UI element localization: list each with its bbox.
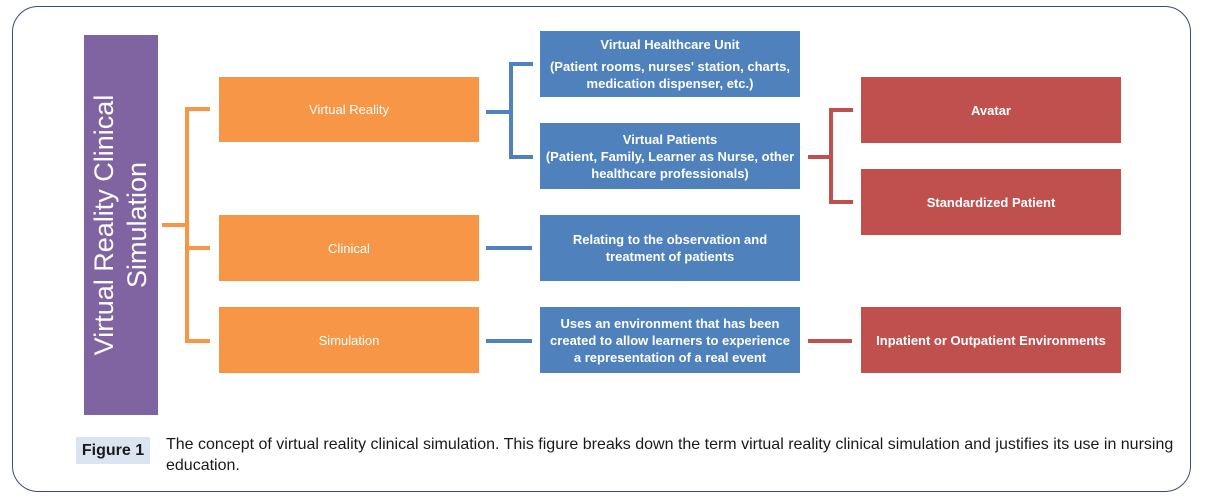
outcome-label: Inpatient or Outpatient Environments — [876, 332, 1106, 348]
detail-virtual-patients: Virtual Patients (Patient, Family, Learn… — [540, 123, 800, 189]
outcome-label: Standardized Patient — [926, 194, 1056, 210]
vp-bracket — [808, 108, 853, 204]
term-label: Simulation — [318, 332, 380, 348]
detail-simulation-definition: Uses an environment that has been create… — [540, 307, 800, 373]
detail-text: Uses an environment that has been — [560, 315, 780, 331]
root-concept-box: Virtual Reality Clinical Simulation — [84, 35, 158, 415]
term-virtual-reality: Virtual Reality — [219, 77, 479, 142]
detail-text: created to allow learners to experience — [550, 332, 790, 348]
term-links — [486, 246, 532, 343]
detail-text: treatment of patients — [605, 249, 735, 264]
term-label: Virtual Reality — [309, 102, 389, 117]
term-clinical: Clinical — [219, 215, 479, 281]
detail-text: medication dispenser, etc.) — [586, 76, 754, 91]
outcome-avatar: Avatar — [861, 77, 1121, 143]
detail-text: (Patient, Family, Learner as Nurse, othe… — [545, 148, 795, 164]
outcome-label: Avatar — [971, 102, 1011, 118]
detail-text: healthcare professionals) — [591, 165, 749, 181]
detail-clinical-definition: Relating to the observation and treatmen… — [540, 215, 800, 281]
root-line-2: Simulation — [122, 161, 152, 289]
detail-virtual-healthcare-unit: Virtual Healthcare Unit (Patient rooms, … — [540, 31, 800, 97]
term-label: Clinical — [328, 240, 370, 256]
detail-title: Virtual Healthcare Unit — [600, 37, 740, 52]
outcome-standardized-patient: Standardized Patient — [861, 169, 1121, 235]
outcome-environments: Inpatient or Outpatient Environments — [861, 307, 1121, 373]
root-bracket — [162, 107, 210, 343]
root-concept-label: Virtual Reality Clinical Simulation — [88, 35, 154, 415]
figure-caption: The concept of virtual reality clinical … — [166, 436, 1174, 474]
detail-text: (Patient rooms, nurses' station, charts, — [549, 59, 791, 74]
detail-text: Relating to the observation and — [572, 232, 768, 247]
root-line-1: Virtual Reality Clinical — [89, 94, 119, 356]
detail-text: a representation of a real event — [573, 349, 767, 365]
detail-title: Virtual Patients — [622, 131, 718, 147]
figure-frame — [12, 6, 1191, 492]
figure-label: Figure 1 — [76, 437, 150, 464]
vr-bracket — [486, 62, 533, 159]
term-simulation: Simulation — [219, 307, 479, 373]
